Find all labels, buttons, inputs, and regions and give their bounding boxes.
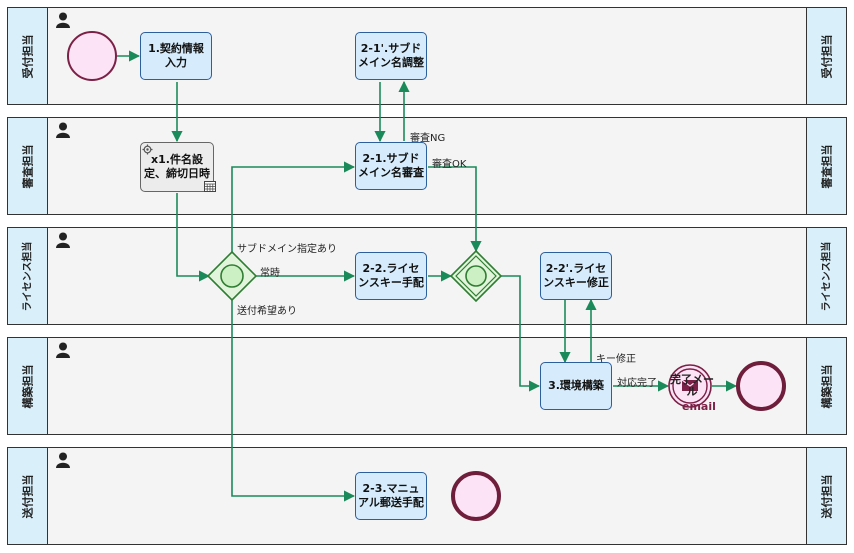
mail-event-title: 完了メール <box>670 373 714 398</box>
task-contract-input[interactable]: 1.契約情報入力 <box>140 32 212 80</box>
flow-gateway-to-manual <box>231 300 356 502</box>
task-label: 1.契約情報入力 <box>148 42 204 69</box>
label-always: 常時 <box>260 268 280 279</box>
task-label: 2-1'.サブドメイン名調整 <box>358 42 424 69</box>
task-label: 3.環境構築 <box>548 379 604 392</box>
split-gateway <box>206 250 258 302</box>
task-label: 2-1.サブドメイン名審査 <box>358 152 424 179</box>
task-subdomain-review[interactable]: 2-1.サブドメイン名審査 <box>355 142 427 190</box>
person-icon <box>56 342 70 358</box>
calendar-icon <box>204 181 216 192</box>
join-gateway <box>449 249 503 303</box>
mail-event-type: email <box>682 400 716 413</box>
lane-label-left: ライセンス担当 <box>8 228 48 324</box>
flow-join-to-build <box>500 275 541 392</box>
lane-shipping: 送付担当 送付担当 <box>7 447 847 545</box>
lane-license: ライセンス担当 ライセンス担当 <box>7 227 847 325</box>
lane-label-right: 送付担当 <box>806 448 846 544</box>
lane-label-right: 審査担当 <box>806 118 846 214</box>
gear-icon <box>142 144 153 155</box>
label-subdomain-specified: サブドメイン指定あり <box>237 244 337 255</box>
task-label: 2-3.マニュアル郵送手配 <box>358 482 424 509</box>
lane-label-left: 受付担当 <box>8 8 48 104</box>
mail-event <box>668 364 712 408</box>
task-license-fix[interactable]: 2-2'.ライセンスキー修正 <box>540 252 612 300</box>
task-license-arrange[interactable]: 2-2.ライセンスキー手配 <box>355 252 427 300</box>
task-label: x1.件名設定、締切日時 <box>144 153 210 180</box>
label-review-ng: 審査NG <box>410 133 446 144</box>
flow-gateway-to-review <box>231 161 356 252</box>
lane-label-left: 構築担当 <box>8 338 48 434</box>
label-response-done: 対応完了 <box>617 378 657 389</box>
person-icon <box>56 232 70 248</box>
lane-label-right: ライセンス担当 <box>806 228 846 324</box>
lane-label-right: 構築担当 <box>806 338 846 434</box>
task-env-build[interactable]: 3.環境構築 <box>540 362 612 410</box>
task-name-setting[interactable]: x1.件名設定、締切日時 <box>140 142 214 192</box>
lane-label-left: 送付担当 <box>8 448 48 544</box>
task-manual-mail[interactable]: 2-3.マニュアル郵送手配 <box>355 472 427 520</box>
lane-label-left: 審査担当 <box>8 118 48 214</box>
lane-label-right: 受付担当 <box>806 8 846 104</box>
end-event-manual <box>451 471 501 521</box>
start-event <box>67 31 117 81</box>
task-label: 2-2.ライセンスキー手配 <box>358 262 424 289</box>
label-send-requested: 送付希望あり <box>237 306 297 317</box>
flow-name-to-gateway <box>176 193 211 282</box>
person-icon <box>56 122 70 138</box>
task-subdomain-adjust[interactable]: 2-1'.サブドメイン名調整 <box>355 32 427 80</box>
flow-review-ok-to-join <box>428 166 482 253</box>
label-review-ok: 審査OK <box>432 159 467 170</box>
task-label: 2-2'.ライセンスキー修正 <box>543 262 609 289</box>
person-icon <box>56 12 70 28</box>
person-icon <box>56 452 70 468</box>
label-key-fix: キー修正 <box>596 354 636 365</box>
end-event-build <box>736 361 786 411</box>
